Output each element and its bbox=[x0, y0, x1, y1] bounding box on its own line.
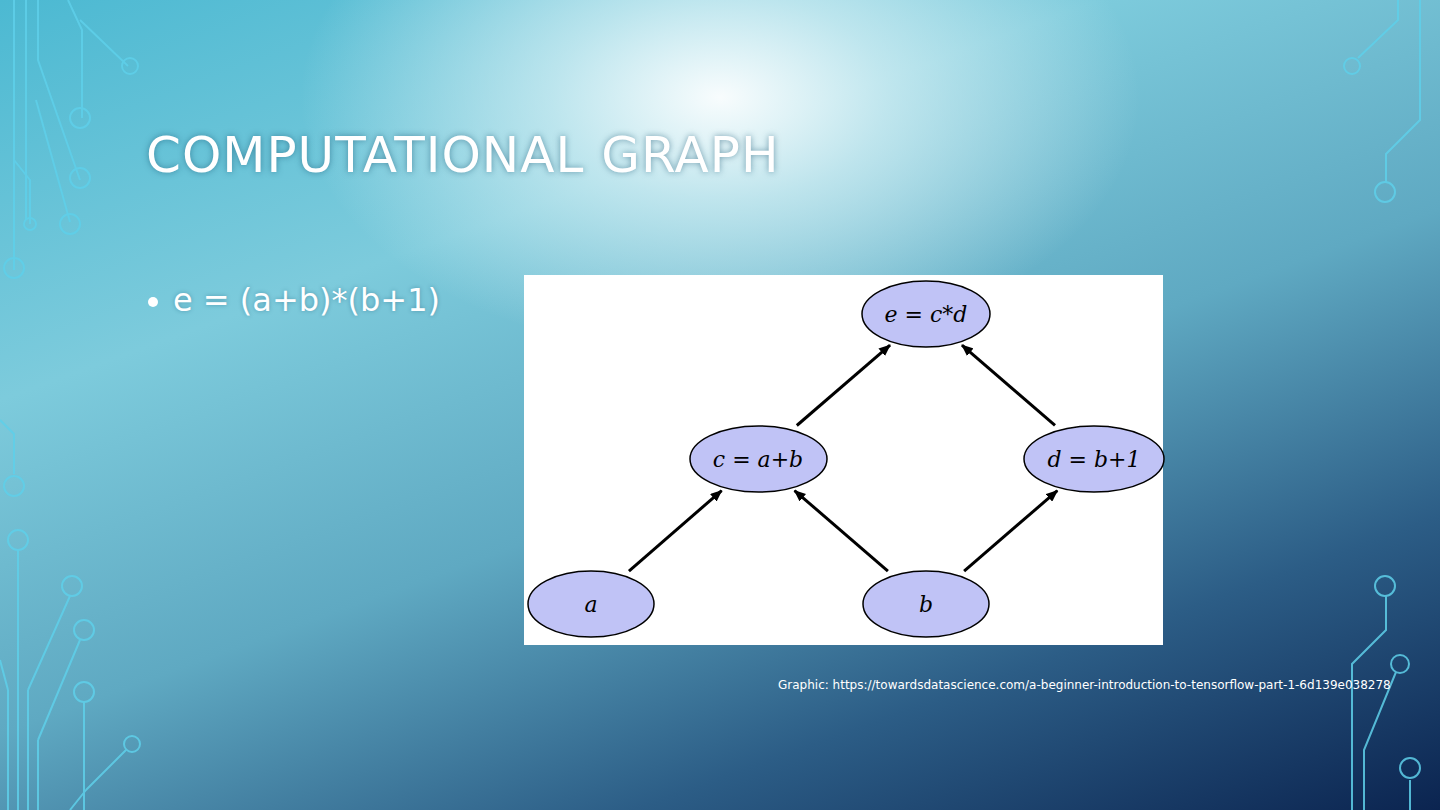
graph-arrow bbox=[795, 491, 888, 572]
slide-title: COMPUTATIONAL GRAPH bbox=[146, 126, 780, 184]
node-label: d = b+1 bbox=[1047, 447, 1140, 472]
graph-arrow bbox=[629, 491, 722, 571]
node-label: c = a+b bbox=[713, 447, 803, 472]
graph-arrow bbox=[797, 345, 890, 425]
node-label: a bbox=[584, 592, 597, 617]
white-panel bbox=[524, 275, 1163, 645]
graph-node: e = c*d bbox=[861, 280, 991, 348]
graph-arrow bbox=[964, 491, 1057, 571]
graph-node: b bbox=[862, 570, 990, 638]
graph-arrow bbox=[962, 345, 1055, 425]
graph-node: d = b+1 bbox=[1023, 425, 1165, 493]
source-caption: Graphic: https://towardsdatascience.com/… bbox=[778, 678, 1391, 692]
bullet-formula: e = (a+b)*(b+1) bbox=[173, 281, 440, 319]
bullet-dot bbox=[148, 297, 158, 307]
node-label: e = c*d bbox=[885, 302, 968, 327]
graph-node: c = a+b bbox=[689, 425, 828, 493]
graph-node: a bbox=[527, 570, 655, 638]
node-label: b bbox=[919, 592, 933, 617]
